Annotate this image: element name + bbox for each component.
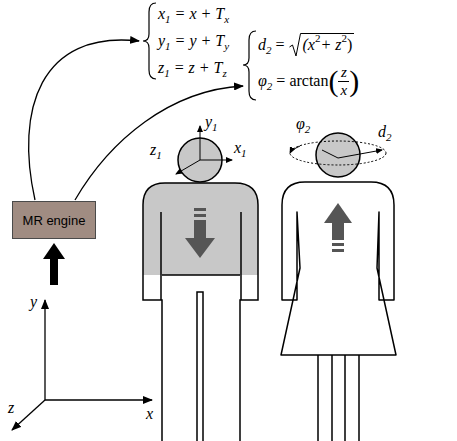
axis-label: 1 [241,147,247,159]
equation-term: ( [328,66,338,96]
man-legs [197,292,203,441]
square-root: (x2+ z2) [289,33,355,57]
rotation-ellipse [290,141,386,165]
equation-term: + z [320,36,341,54]
head-axis [200,126,201,160]
head-axis [176,160,200,174]
axis-label: x [146,405,153,423]
equation-term: x [224,13,229,25]
axis-label: y [30,293,37,311]
head-axis [200,160,232,161]
equation-term: x [158,5,165,23]
equation-term: z [339,64,349,81]
radical-sign [289,33,301,57]
text-line: z1 [150,141,162,159]
engine-box: MR engine [12,201,96,239]
equation-term: d [258,36,266,54]
text-line: φ2 [296,115,310,133]
axis-label: y [205,113,212,131]
text-line: y1 [205,113,218,131]
text-line: z1= z + Tz [158,59,227,77]
x-axis [45,399,152,400]
woman-body [281,182,396,355]
z-axis [12,400,45,430]
text-line: φ2= arctan(zx) [258,64,359,98]
input-arrow-shaft [50,258,58,285]
distance-label: d [378,123,386,141]
man-down-arrow [185,208,215,258]
angle-label: φ [296,115,305,133]
rotation-arrow [290,146,300,153]
man-body [143,183,258,441]
equation-term: (x [303,36,315,54]
text-line: x1 [234,139,247,157]
axis-label: z [8,399,14,417]
text-line: z [8,399,14,417]
equation-term: = z + T [174,59,223,77]
fraction: zx [338,64,349,98]
equation-term: z [222,67,226,79]
equation-term: = [276,36,285,54]
box-label: MR engine [23,213,86,228]
distance-line [322,150,382,158]
woman-legs [318,355,359,441]
equation-term: 1 [165,13,171,25]
equation-term: z [158,59,164,77]
text-line: d2 [378,123,392,141]
equation-term: y [224,40,229,52]
y-axis [44,300,45,400]
radicand: (x2+ z2) [301,33,355,55]
text-line: x1= x + Tx [158,5,229,23]
text-line: y [30,293,37,311]
radical-stroke [289,34,301,57]
equation-term: 2 [342,32,348,44]
curly-brace [243,31,256,100]
equation-term: 2 [267,80,273,92]
text-line: x [146,405,153,423]
axis-label: 1 [156,149,162,161]
equation-term: ) [347,36,352,54]
curved-arrow [29,40,139,200]
equation-term: 2 [315,32,321,44]
input-arrow-head [43,243,65,259]
woman-up-arrow [324,203,352,252]
distance-label: 2 [386,131,392,143]
man-outline [143,183,258,441]
equation-term: = y + T [175,32,225,50]
text-line: d2=(x2+ z2) [258,33,354,57]
equation-term: 2 [266,44,272,56]
axis-label: x [234,139,241,157]
equation-term: φ [258,72,267,90]
axis-label: 1 [212,121,218,133]
equation-term: = arctan [276,72,328,90]
equation-term: x [338,81,349,99]
equation-term: 1 [164,67,170,79]
curly-brace [143,3,156,79]
equation-term: 1 [165,40,171,52]
axis-label: z [150,141,156,159]
equation-term: y [158,32,165,50]
equation-term: ) [349,66,359,96]
text-line: y1= y + Ty [158,32,229,50]
man-inner-lines [161,212,241,300]
angle-label: 2 [305,123,311,135]
equation-term: = x + T [175,5,225,23]
